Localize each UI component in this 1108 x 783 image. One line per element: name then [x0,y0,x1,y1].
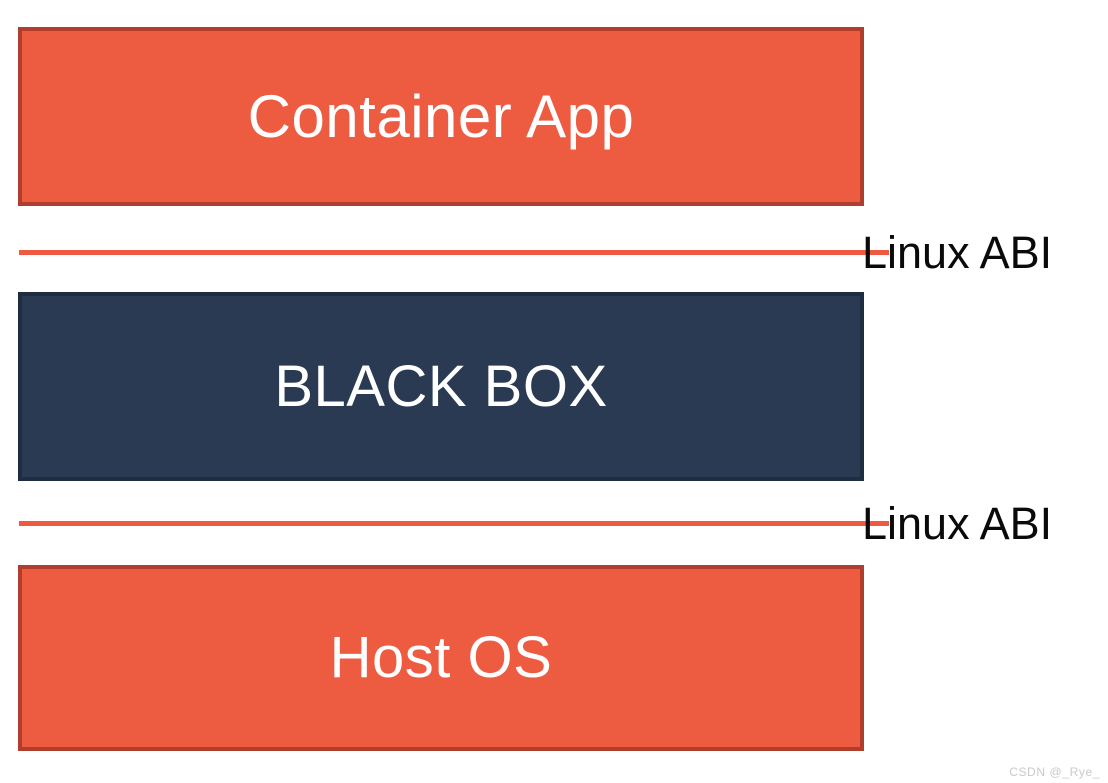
layer-box-host-os: Host OS [18,565,864,751]
abi-label-bottom: Linux ABI [862,497,1053,549]
layer-box-black-box: BLACK BOX [18,292,864,481]
abi-label-top: Linux ABI [862,226,1053,278]
layer-label-container-app: Container App [247,82,635,150]
abi-line-bottom [19,521,889,526]
abi-boundary-bottom: Linux ABI [0,493,1108,553]
layer-label-host-os: Host OS [329,625,553,690]
watermark-text: CSDN @_Rye_ [1009,765,1100,779]
abi-line-top [19,250,889,255]
layer-box-container-app: Container App [18,27,864,206]
abi-boundary-top: Linux ABI [0,222,1108,282]
layer-label-black-box: BLACK BOX [274,353,608,419]
